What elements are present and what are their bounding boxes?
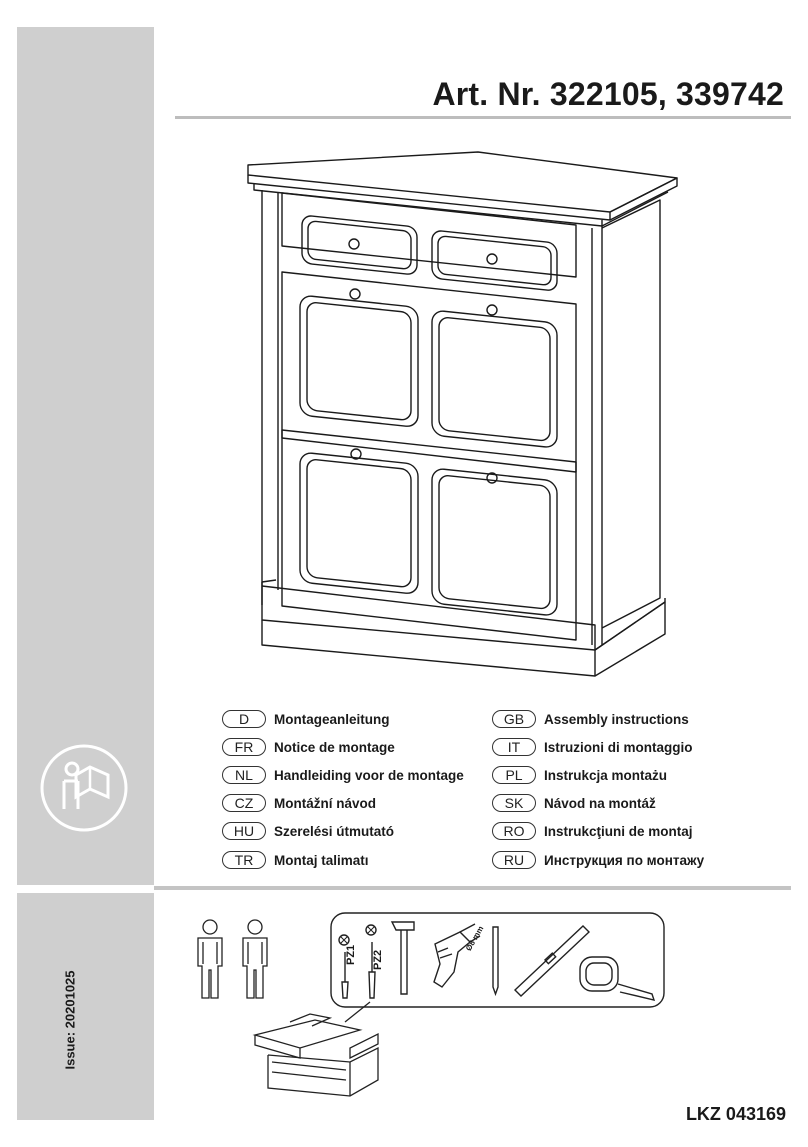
language-code-badge: D: [222, 710, 266, 728]
language-row-nl: NL Handleiding voor de montage: [222, 764, 464, 786]
language-row-pl: PL Instrukcja montażu: [492, 764, 667, 786]
not-allowed-icon: [338, 934, 350, 946]
language-label: Notice de montage: [274, 739, 395, 755]
language-label: Montaj talimatı: [274, 852, 369, 868]
screwdriver-icon: [341, 952, 349, 999]
language-code-badge: PL: [492, 766, 536, 784]
language-code-badge: TR: [222, 851, 266, 869]
language-row-ro: RO Instrukcţiuni de montaj: [492, 820, 693, 842]
language-code-badge: HU: [222, 822, 266, 840]
person-icon: [242, 919, 268, 999]
article-number-title: Art. Nr. 322105, 339742: [432, 76, 784, 112]
language-label: Návod na montáž: [544, 795, 656, 811]
language-row-ru: RU Инструкция по монтажу: [492, 849, 704, 871]
person-icon: [197, 919, 223, 999]
language-code-badge: IT: [492, 738, 536, 756]
screwdriver-icon: [368, 942, 376, 999]
language-label: Montageanleitung: [274, 711, 390, 727]
cabinet-illustration: [247, 151, 678, 677]
language-row-it: IT Istruzioni di montaggio: [492, 736, 693, 758]
language-label: Assembly instructions: [544, 711, 689, 727]
language-code-badge: SK: [492, 794, 536, 812]
tools-panel: [330, 912, 665, 1008]
pencil-icon: [492, 926, 499, 997]
language-row-cz: CZ Montážní návod: [222, 792, 376, 814]
language-code-badge: GB: [492, 710, 536, 728]
language-label: Instrukcja montażu: [544, 767, 668, 783]
title-rule: [175, 116, 791, 119]
language-label: Montážní návod: [274, 795, 376, 811]
section-divider: [154, 886, 791, 890]
language-code-badge: RU: [492, 851, 536, 869]
read-manual-icon: [40, 744, 128, 832]
drill-icon: [433, 923, 481, 988]
two-persons-icon: [197, 919, 268, 999]
document-code: LKZ 043169: [685, 1104, 786, 1124]
spirit-level-icon: [513, 925, 591, 997]
language-row-hu: HU Szerelési útmutató: [222, 820, 394, 842]
sidebar-band-bottom: [17, 893, 154, 1120]
tape-measure-icon: [579, 956, 656, 1001]
language-code-badge: FR: [222, 738, 266, 756]
language-code-badge: RO: [492, 822, 536, 840]
language-code-badge: NL: [222, 766, 266, 784]
language-row-d: D Montageanleitung: [222, 708, 390, 730]
not-allowed-icon: [365, 924, 377, 936]
issue-date: Issue: 20201025: [62, 970, 78, 1070]
language-row-sk: SK Návod na montáž: [492, 792, 656, 814]
tool-label-pz2: PZ2: [372, 949, 384, 970]
language-row-fr: FR Notice de montage: [222, 736, 395, 758]
language-label: Istruzioni di montaggio: [544, 739, 693, 755]
toolbox-icon: [252, 1001, 379, 1097]
language-label: Handleiding voor de montage: [274, 767, 464, 783]
sidebar-band-top: [17, 27, 154, 885]
language-row-gb: GB Assembly instructions: [492, 708, 689, 730]
hammer-icon: [390, 921, 415, 995]
language-label: Инструкция по монтажу: [544, 852, 705, 868]
tool-label-pz1: PZ1: [345, 944, 357, 965]
language-label: Instrukcţiuni de montaj: [544, 823, 693, 839]
language-code-badge: CZ: [222, 794, 266, 812]
language-row-tr: TR Montaj talimatı: [222, 849, 369, 871]
language-label: Szerelési útmutató: [274, 823, 395, 839]
